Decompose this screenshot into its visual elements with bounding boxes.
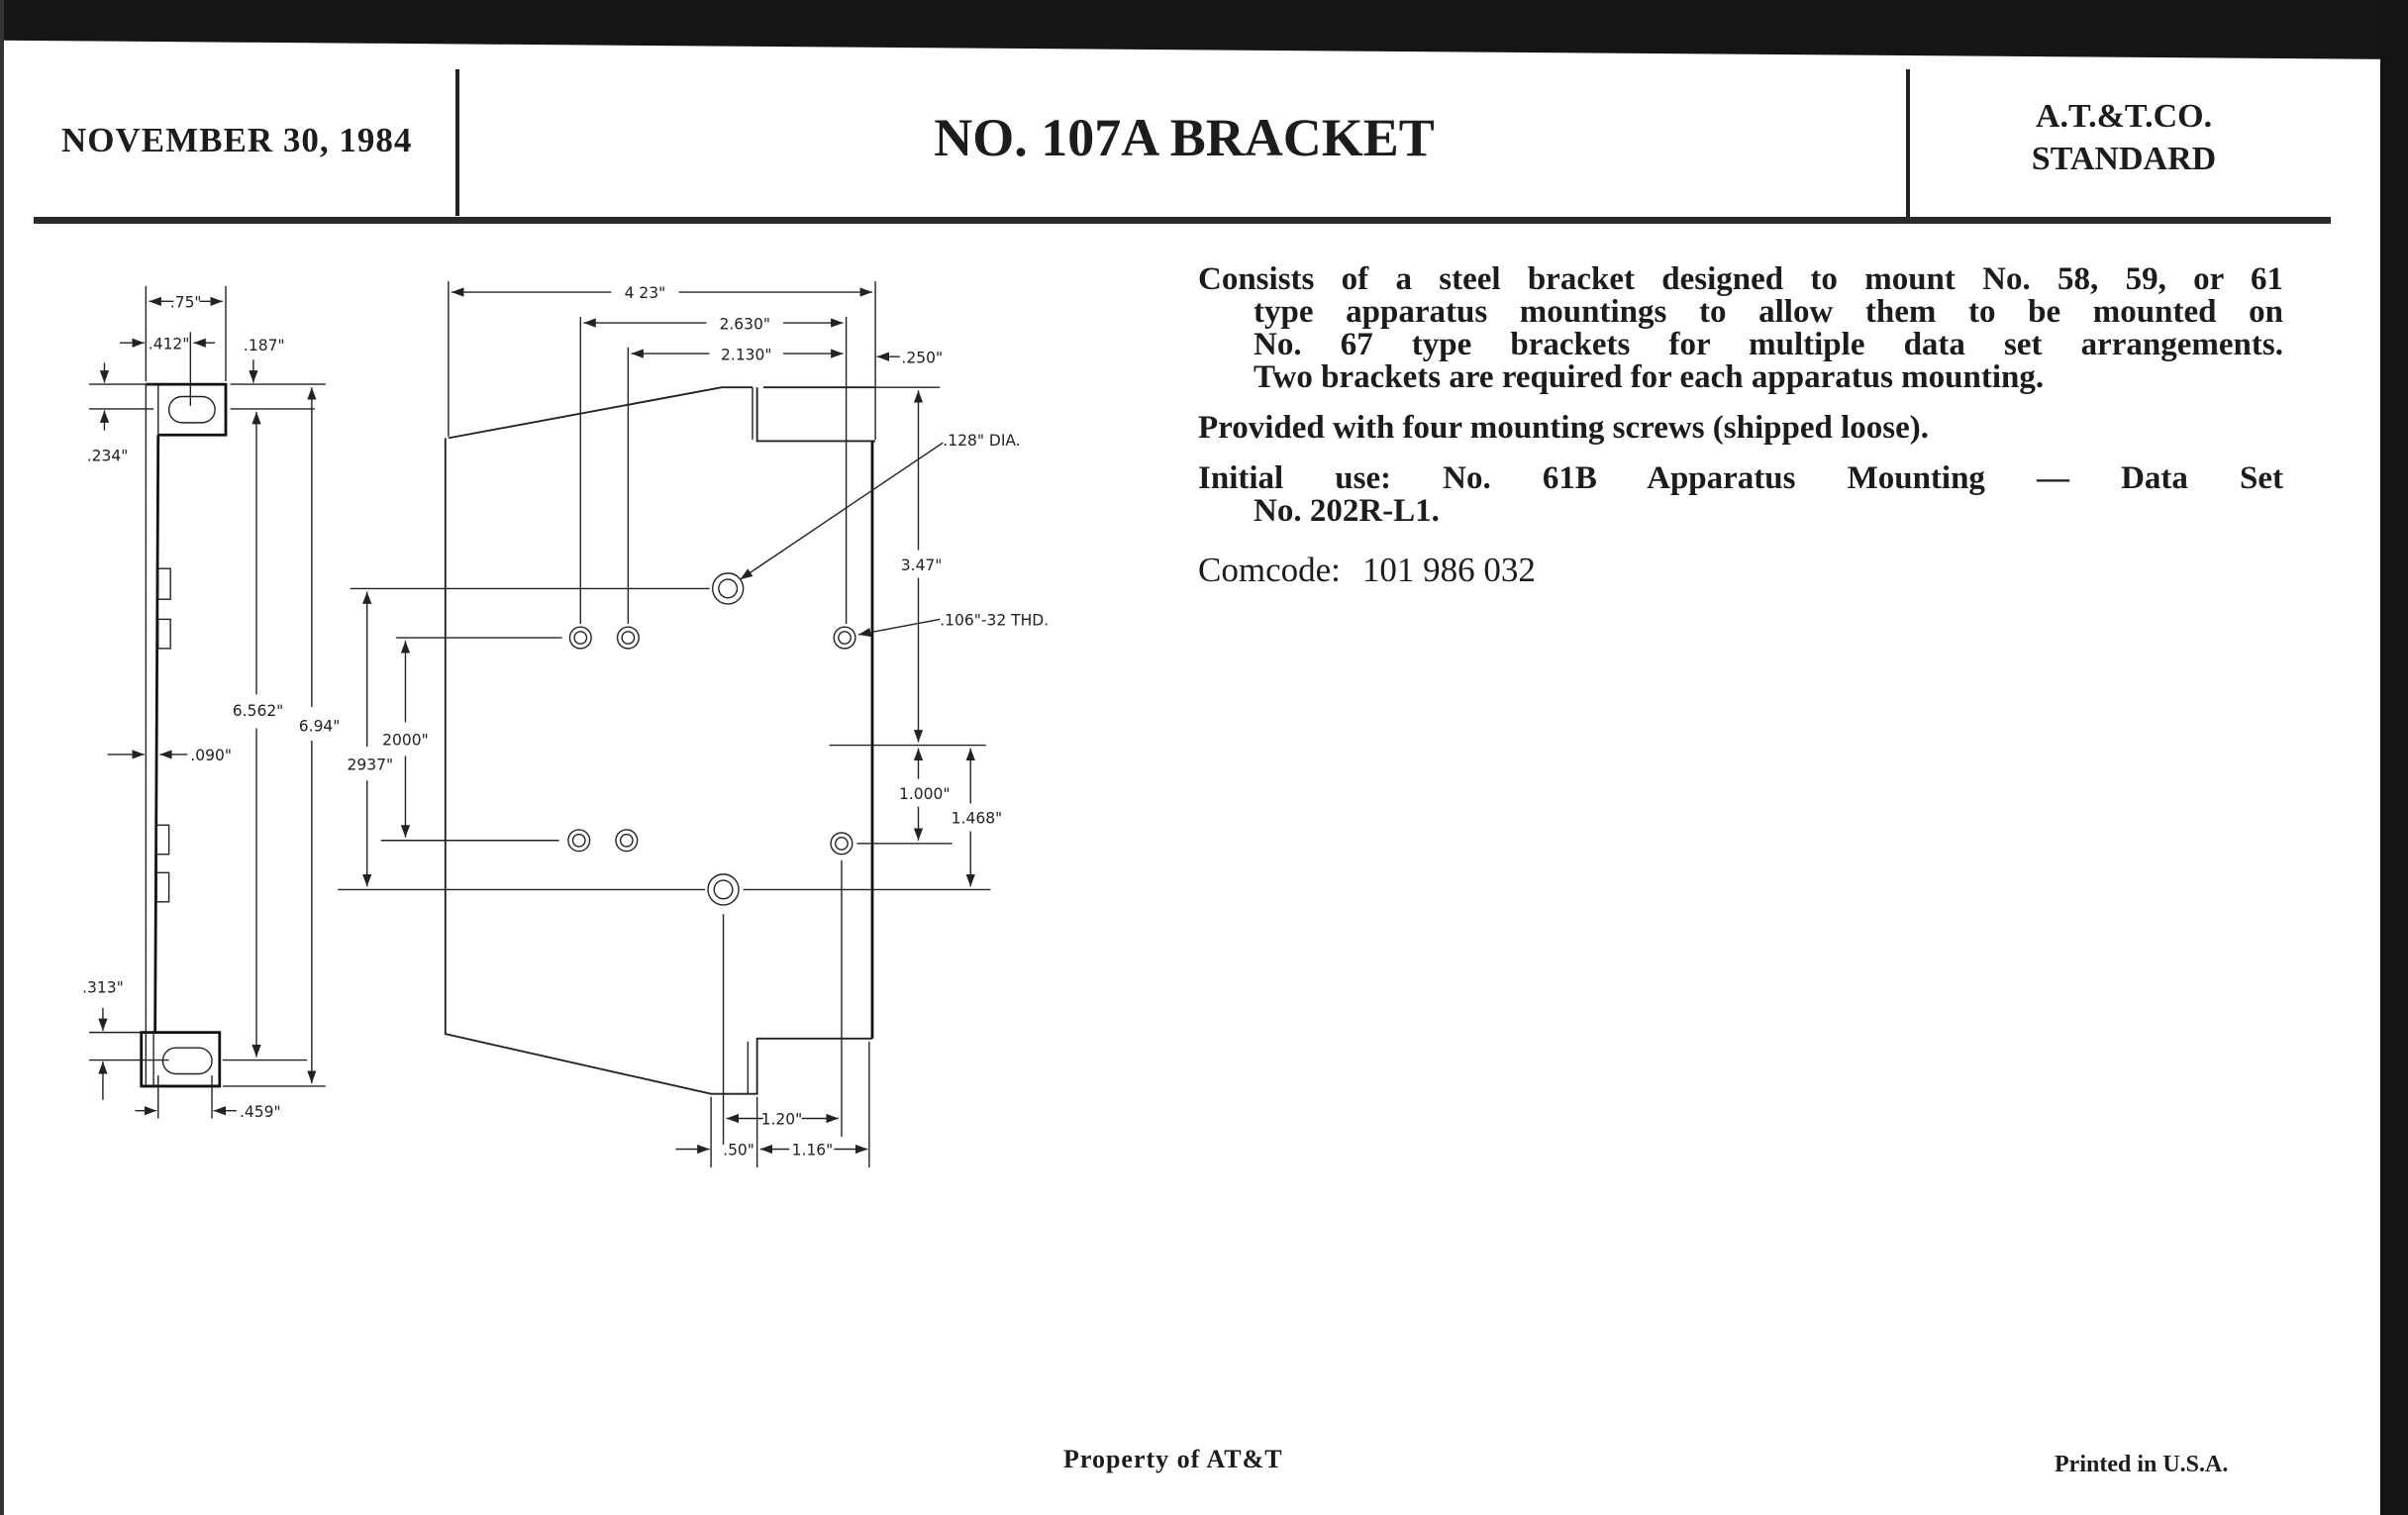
bottom-slot — [161, 1047, 213, 1075]
comcode-value: 101 986 032 — [1361, 551, 1536, 589]
threaded-hole-callout: .106"-32 THD. — [940, 612, 1049, 630]
dim-large-hole-vertical-label: 2937" — [348, 756, 394, 773]
screws-paragraph: Provided with four mounting screws (ship… — [1198, 412, 2283, 445]
dim-large-hole-half-label: 1.468" — [952, 810, 1003, 828]
dim-bottom-2-label: .50" — [723, 1142, 754, 1160]
comcode: Comcode: 101 986 032 — [1198, 551, 2283, 589]
side-view: .75" .412" .187" .234" .090" 6.562" 6.94… — [82, 285, 341, 1121]
dim-center-spacing-label: 1.000" — [899, 785, 951, 803]
dim-overall-width-label: 4 23" — [625, 284, 666, 302]
text-line: Provided with four mounting screws (ship… — [1198, 410, 1929, 446]
large-hole-callout: .128" DIA. — [943, 432, 1020, 450]
side-bottom-tab — [140, 1031, 222, 1088]
printed-notice: Printed in U.S.A. — [2055, 1452, 2229, 1477]
threaded-hole — [567, 829, 591, 853]
standard-line-2: STANDARD — [2031, 141, 2217, 177]
issue-date: NOVEMBER 30, 1984 — [61, 121, 413, 159]
text-line: type apparatus mountings to allow them t… — [1254, 294, 2283, 330]
text-line: Initial use: No. 61B Apparatus Mounting … — [1198, 460, 2283, 496]
dim-top-slot-label: .234" — [87, 448, 129, 465]
dim-inner-length-label: 6.562" — [233, 702, 284, 720]
bracket-outline — [444, 386, 876, 1095]
standard-label: A.T.&T.CO. STANDARD — [1911, 95, 2337, 180]
dim-bottom-offset-label: .459" — [240, 1103, 281, 1121]
initial-use-paragraph: Initial use: No. 61B Apparatus Mounting … — [1198, 462, 2283, 528]
description-paragraph: Consists of a steel bracket designed to … — [1198, 263, 2283, 394]
header-divider-left — [455, 69, 459, 216]
dim-width-label: .75" — [170, 294, 202, 312]
text-line: No. 67 type brackets for multiple data s… — [1254, 327, 2283, 362]
threaded-hole — [568, 626, 592, 650]
comcode-label: Comcode: — [1198, 551, 1341, 589]
threaded-hole — [833, 626, 856, 650]
top-slot — [167, 395, 216, 424]
large-hole — [707, 873, 740, 906]
dim-top-offset-label: .187" — [244, 337, 285, 354]
dim-hole-span-inner-label: 2.130" — [721, 346, 772, 363]
dim-bottom-3-label: 1.16" — [792, 1142, 834, 1160]
scan-right-border — [2380, 0, 2408, 1515]
large-hole — [711, 572, 745, 605]
dim-bottom-slot-label: .313" — [82, 978, 124, 996]
front-view: 4 23" 2.630" 2.130" .250" .128" DIA. .10… — [338, 281, 1049, 1168]
text-line: No. 202R-L1. — [1254, 493, 1440, 529]
dim-slot-offset-label: .412" — [149, 335, 190, 353]
threaded-hole — [615, 829, 639, 853]
dim-top-to-center-label: 3.47" — [901, 556, 943, 574]
text-line: Two brackets are required for each appar… — [1254, 359, 2045, 395]
standard-line-1: A.T.&T.CO. — [2035, 98, 2213, 135]
description: Consists of a steel bracket designed to … — [1198, 263, 2283, 589]
dim-hole-span-outer-label: 2.630" — [719, 315, 770, 333]
dim-small-hole-vertical-label: 2000" — [382, 732, 429, 750]
header-divider-right — [1906, 69, 1910, 218]
threaded-hole — [830, 832, 853, 856]
document-title: NO. 107A BRACKET — [934, 108, 1435, 167]
dim-thickness-label: .090" — [190, 747, 232, 764]
dim-edge-offset-label: .250" — [901, 349, 943, 366]
header-rule — [34, 217, 2331, 224]
threaded-hole — [616, 626, 640, 650]
side-top-tab — [146, 382, 228, 437]
dim-bottom-1-label: 1.20" — [761, 1111, 803, 1129]
scan-left-edge — [0, 0, 4, 1515]
property-notice: Property of AT&T — [1063, 1445, 1283, 1473]
text-line: Consists of a steel bracket designed to … — [1198, 261, 2283, 297]
dim-overall-length-label: 6.94" — [299, 718, 341, 736]
